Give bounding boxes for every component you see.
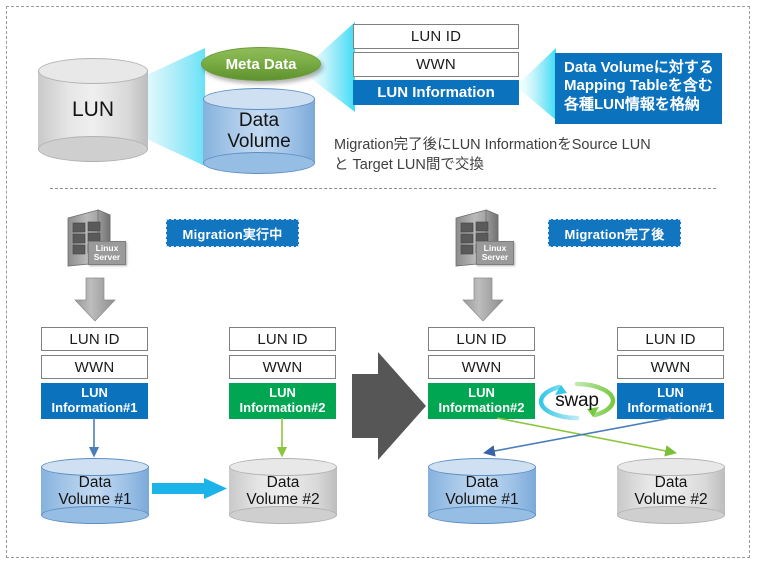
- field-wwn: WWN: [353, 52, 519, 77]
- linux-server-icon-right: Linux Server: [452, 208, 514, 272]
- p1-right-wwn: WWN: [229, 355, 336, 379]
- p2-right-wwn-label: WWN: [650, 358, 691, 376]
- p2-vol2-line2: Volume #2: [634, 491, 708, 508]
- badge-migration-running: Migration実行中: [166, 219, 299, 247]
- p2-left-lun-id-label: LUN ID: [456, 330, 507, 348]
- p1-right-info-line2: Information#2: [239, 400, 326, 415]
- p2-left-info-line1: LUN: [468, 385, 495, 401]
- server-label-right-line2: Server: [481, 252, 509, 262]
- server-down-arrow-right: [461, 277, 505, 322]
- p2-data-volume-1: Data Volume #1: [428, 458, 536, 524]
- p2-right-lun-id-label: LUN ID: [645, 330, 696, 348]
- wedge-info-to-callout: [518, 48, 556, 120]
- server-down-arrow-left: [73, 277, 117, 322]
- p2-right-info-line1: LUN: [657, 385, 684, 401]
- field-lun-information: LUN Information: [353, 80, 519, 105]
- p1-left-info-line2: Information#1: [51, 400, 138, 415]
- p1-right-info-line1: LUN: [269, 385, 296, 401]
- p1-vol2-line1: Data: [266, 473, 300, 491]
- migration-caption-line-2: と Target LUN間で交換: [334, 156, 484, 173]
- server-label-line1: Linux: [95, 243, 119, 254]
- p2-vol2-line1: Data: [654, 473, 688, 491]
- p2-left-wwn: WWN: [428, 355, 535, 379]
- field-lun-id: LUN ID: [353, 24, 519, 49]
- p2-left-info-line2: Information#2: [438, 400, 525, 415]
- section-divider: [50, 188, 716, 189]
- callout-line-2: Mapping Tableを含む: [564, 77, 713, 95]
- p2-vol1-line1: Data: [465, 473, 499, 491]
- p2-right-wwn: WWN: [617, 355, 724, 379]
- p2-cross-connectors: [424, 417, 728, 464]
- p2-vol1-line2: Volume #1: [445, 491, 519, 508]
- p2-right-lun-id: LUN ID: [617, 327, 724, 351]
- p1-left-wwn: WWN: [41, 355, 148, 379]
- lun-cylinder-label: LUN: [71, 98, 114, 122]
- field-lun-information-label: LUN Information: [377, 84, 495, 101]
- server-label-right-line1: Linux: [483, 243, 507, 254]
- server-label-line2: Server: [93, 252, 121, 262]
- p1-vol1-line2: Volume #1: [58, 491, 132, 508]
- p2-right-info-line2: Information#1: [627, 400, 714, 415]
- p1-left-lun-id-label: LUN ID: [69, 330, 120, 348]
- badge-migration-complete: Migration完了後: [548, 219, 681, 247]
- data-volume-label-line2: Volume: [227, 131, 291, 152]
- migration-caption-line-1: Migration完了後にLUN InformationをSource LUN: [334, 137, 651, 153]
- swap-label: swap: [555, 390, 599, 411]
- p1-data-volume-2: Data Volume #2: [229, 458, 337, 524]
- p2-left-wwn-label: WWN: [461, 358, 502, 376]
- p1-vol1-line1: Data: [78, 473, 112, 491]
- migration-caption: Migration完了後にLUN InformationをSource LUN …: [334, 136, 651, 175]
- badge-migration-running-label: Migration実行中: [182, 226, 283, 242]
- p1-data-volume-1: Data Volume #1: [41, 458, 149, 524]
- badge-migration-complete-label: Migration完了後: [564, 226, 665, 242]
- p1-right-lun-information: LUN Information#2: [229, 383, 336, 419]
- callout-line-3: 各種LUN情報を格納: [564, 95, 700, 113]
- p1-migration-arrow: [152, 478, 228, 500]
- p1-left-lun-information: LUN Information#1: [41, 383, 148, 419]
- p2-left-lun-information: LUN Information#2: [428, 383, 535, 419]
- p1-left-info-line1: LUN: [81, 385, 108, 401]
- p2-data-volume-2: Data Volume #2: [617, 458, 725, 524]
- meta-data-label: Meta Data: [225, 55, 297, 73]
- data-volume-label-line1: Data: [238, 109, 280, 131]
- swap-icon: swap: [537, 380, 617, 422]
- p1-right-wwn-label: WWN: [262, 358, 303, 376]
- callout-line-1: Data Volumeに対する: [564, 59, 714, 76]
- p1-left-wwn-label: WWN: [74, 358, 115, 376]
- wedge-contents-to-fields: [305, 22, 355, 112]
- field-lun-id-label: LUN ID: [410, 28, 462, 45]
- lun-information-callout: Data Volumeに対する Mapping Tableを含む 各種LUN情報…: [555, 53, 722, 124]
- linux-server-icon: Linux Server: [64, 208, 126, 272]
- p2-right-lun-information: LUN Information#1: [617, 383, 724, 419]
- p1-vol2-line2: Volume #2: [246, 491, 320, 508]
- p1-connectors: [36, 418, 346, 464]
- data-volume-cylinder: Data Volume: [203, 88, 315, 174]
- p1-right-lun-id: LUN ID: [229, 327, 336, 351]
- p2-left-lun-id: LUN ID: [428, 327, 535, 351]
- lun-cylinder: LUN: [38, 58, 148, 162]
- p1-left-lun-id: LUN ID: [41, 327, 148, 351]
- p1-right-lun-id-label: LUN ID: [257, 330, 308, 348]
- field-wwn-label: WWN: [416, 56, 456, 73]
- meta-data-pill: Meta Data: [201, 47, 321, 81]
- stage-transition-arrow: [352, 352, 426, 460]
